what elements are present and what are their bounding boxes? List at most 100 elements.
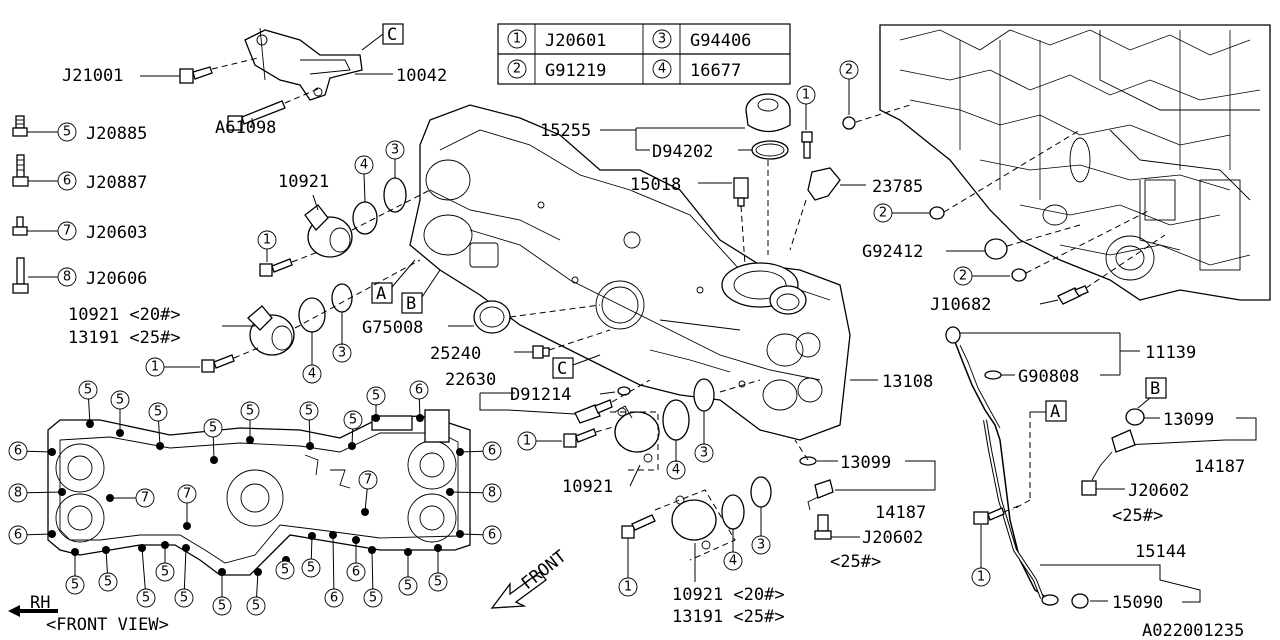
ref-box-b	[1145, 377, 1167, 399]
callout-2: 2	[959, 269, 967, 284]
label-10921-bot: 10921 <20#>	[672, 585, 785, 605]
bolt-icon	[801, 131, 813, 159]
callout-3: 3	[391, 143, 399, 158]
leader-line	[26, 491, 63, 494]
bolt-icon	[973, 507, 1005, 525]
leader-line	[364, 488, 368, 513]
front-arrow-icon	[490, 571, 547, 609]
label-15255: 15255	[540, 121, 591, 141]
callout-5: 5	[84, 383, 92, 398]
o-ring-icon	[693, 378, 715, 412]
sensor-j10682	[1057, 285, 1089, 305]
bolt-icon	[12, 154, 29, 187]
callout-8: 8	[488, 486, 496, 501]
callout-5: 5	[246, 404, 254, 419]
sensor-14187-right	[1091, 429, 1136, 481]
label-10042: 10042	[396, 66, 447, 86]
callout-1: 1	[151, 360, 159, 375]
callout-5: 5	[372, 389, 380, 404]
callout-circle	[98, 572, 118, 592]
o-ring-icon	[1071, 593, 1089, 609]
label-d91214: D91214	[510, 385, 571, 405]
label-13108: 13108	[882, 372, 933, 392]
engine-block	[879, 24, 1271, 301]
callout-circle	[135, 488, 155, 508]
key-num-6: 6	[63, 174, 71, 189]
callout-6: 6	[352, 565, 360, 580]
key-num-5: 5	[63, 125, 71, 140]
seal-g75008	[473, 300, 511, 334]
leader-line	[459, 450, 484, 453]
label-13099-right: 13099	[1163, 410, 1214, 430]
callout-circle	[409, 380, 429, 400]
label-22630: 22630	[445, 370, 496, 390]
callout-circle	[246, 596, 266, 616]
callout-5: 5	[252, 599, 260, 614]
callout-circle	[136, 588, 156, 608]
callout-circle	[275, 560, 295, 580]
leader-line	[308, 419, 311, 447]
callout-circle	[366, 386, 386, 406]
ref-box-c-label: C	[387, 25, 397, 45]
callout-circle	[299, 401, 319, 421]
key-part-j20603: J20603	[86, 223, 147, 243]
actuator-10921-bottom	[671, 495, 717, 550]
legend-num-2: 2	[513, 62, 521, 77]
label-25240: 25240	[430, 344, 481, 364]
o-ring-icon	[298, 297, 326, 333]
legend-part-3: G94406	[690, 31, 751, 51]
legend-part-2: G91219	[545, 61, 606, 81]
callout-circle	[65, 575, 85, 595]
callout-circle	[240, 401, 260, 421]
callout-1: 1	[523, 434, 531, 449]
bolt-icon	[12, 115, 28, 137]
bolt-icon	[12, 257, 29, 294]
label-25-right: <25#>	[1112, 506, 1163, 526]
callout-circle	[301, 558, 321, 578]
key-num-7: 7	[63, 224, 71, 239]
callout-6: 6	[330, 591, 338, 606]
label-15090: 15090	[1112, 593, 1163, 613]
callout-5: 5	[434, 575, 442, 590]
callout-5: 5	[161, 565, 169, 580]
leader-line	[158, 420, 161, 447]
timing-cover-housing	[409, 104, 851, 441]
callout-circle	[358, 470, 378, 490]
front-view-label: <FRONT VIEW>	[46, 615, 169, 635]
ref-box-a	[371, 282, 393, 304]
label-g75008: G75008	[362, 318, 423, 338]
callout-circle	[8, 441, 28, 461]
o-ring-icon	[383, 177, 407, 213]
front-label: FRONT	[518, 547, 571, 594]
leader-line	[351, 428, 354, 447]
leader-line	[371, 549, 374, 590]
callout-5: 5	[307, 561, 315, 576]
label-g92412: G92412	[862, 242, 923, 262]
actuator-10921-left	[247, 305, 295, 356]
callout-circle	[428, 572, 448, 592]
oil-filler-cap	[745, 93, 791, 133]
bolt-icon	[814, 514, 832, 540]
key-num-8: 8	[63, 270, 71, 285]
callout-6: 6	[14, 444, 22, 459]
callout-6: 6	[14, 528, 22, 543]
callout-circle	[482, 441, 502, 461]
leader-line	[310, 535, 313, 560]
callout-1: 1	[977, 570, 985, 585]
callout-2: 2	[845, 63, 853, 78]
callout-6: 6	[415, 383, 423, 398]
callout-4: 4	[308, 367, 316, 382]
legend-num-3: 3	[658, 32, 666, 47]
label-15018: 15018	[630, 175, 681, 195]
label-14187-mid: 14187	[875, 503, 926, 523]
bracket-23785	[807, 167, 841, 201]
bracket-10042	[244, 27, 363, 101]
label-g90808: G90808	[1018, 367, 1079, 387]
label-a61098: A61098	[215, 118, 276, 138]
actuator-10921-middle	[614, 405, 660, 463]
callout-5: 5	[71, 578, 79, 593]
leader-line	[332, 534, 335, 590]
callout-circle	[78, 380, 98, 400]
callout-4: 4	[360, 158, 368, 173]
